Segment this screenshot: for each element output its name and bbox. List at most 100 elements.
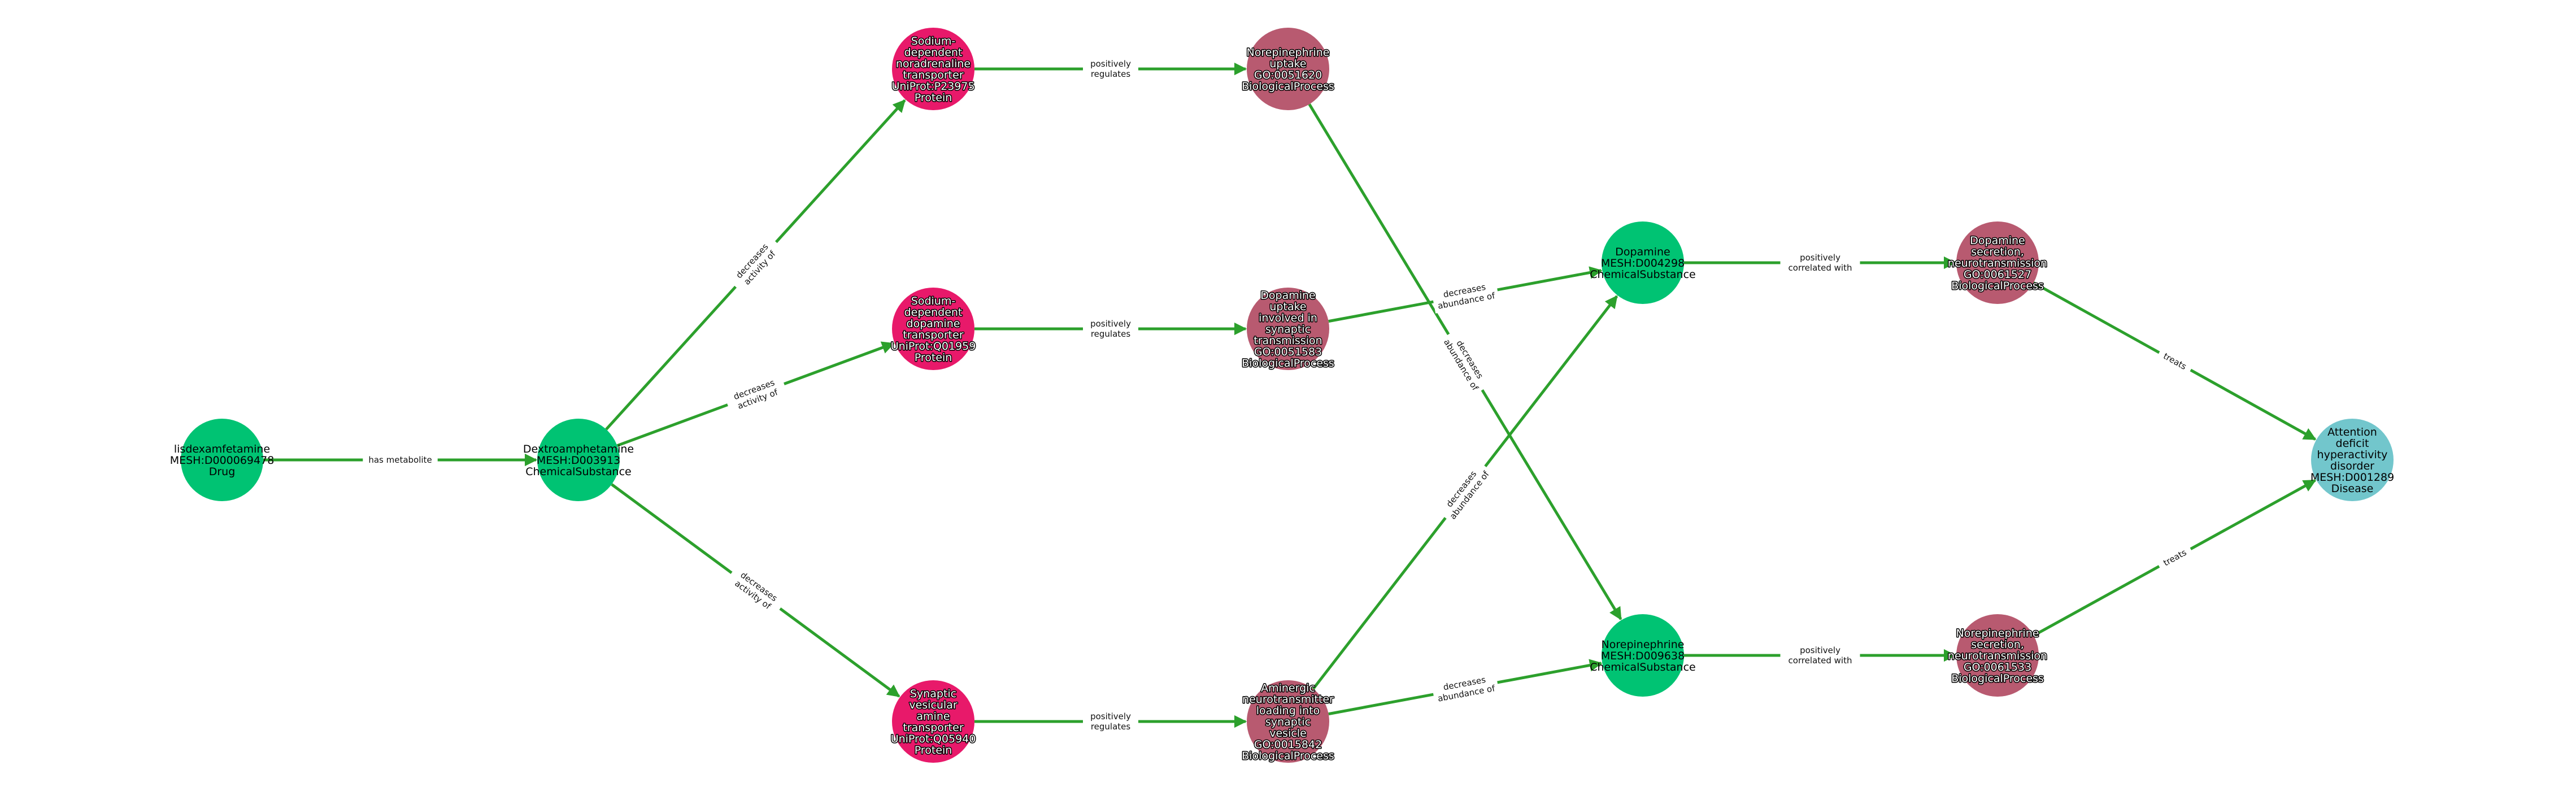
node-circle-biologicalprocess[interactable] bbox=[1247, 28, 1329, 110]
edge-label-background bbox=[723, 372, 789, 416]
node-label-line: UniProt:Q01959 bbox=[891, 340, 976, 353]
node-label-line: Dopamine bbox=[1970, 234, 2025, 247]
edge-label: treats bbox=[2156, 543, 2194, 572]
edge-label-background bbox=[1438, 328, 1492, 397]
node-label-line: Dextroamphetamine bbox=[523, 443, 634, 455]
node-circle-protein[interactable] bbox=[892, 288, 974, 370]
node-circle-biologicalprocess[interactable] bbox=[1956, 614, 2039, 697]
node-ne_uptake[interactable]: NorepinephrineuptakeGO:0051620Biological… bbox=[1241, 28, 1335, 110]
edge-label-background bbox=[1780, 251, 1860, 275]
node-da_secretion[interactable]: Dopaminesecretion,neurotransmissionGO:00… bbox=[1947, 221, 2048, 304]
edge-label-background bbox=[2156, 346, 2194, 376]
node-circle-drug[interactable] bbox=[181, 419, 263, 501]
node-label-line: Attention bbox=[2327, 426, 2377, 438]
edge-label-text: regulates bbox=[1091, 69, 1131, 79]
node-label-line: MESH:D004298 bbox=[1601, 257, 1685, 270]
node-label-line: MESH:D000069478 bbox=[170, 454, 275, 467]
node-label-line: BiologicalProcess bbox=[1951, 672, 2044, 685]
node-label-line: uptake bbox=[1269, 301, 1306, 313]
node-label-line: Norepinephrine bbox=[1602, 638, 1685, 651]
node-label-line: secretion, bbox=[1971, 246, 2024, 258]
node-label-line: Protein bbox=[915, 351, 952, 364]
edge-label-text: positively bbox=[1090, 711, 1131, 722]
node-label-line: lisdexamfetamine bbox=[174, 443, 270, 455]
edge-label-background bbox=[1083, 57, 1138, 81]
edge-label-background bbox=[1780, 644, 1860, 667]
node-label-line: transmission bbox=[1254, 334, 1322, 347]
node-label-line: vesicle bbox=[1269, 727, 1307, 740]
edge-label-background bbox=[1083, 317, 1138, 341]
node-vmat[interactable]: SynapticvesicularaminetransporterUniProt… bbox=[890, 680, 977, 763]
node-label-line: MESH:D001289 bbox=[2310, 471, 2394, 484]
node-label-line: transporter bbox=[903, 329, 963, 341]
node-label-line: loading into bbox=[1256, 705, 1320, 717]
node-circle-biologicalprocess[interactable] bbox=[1247, 680, 1329, 763]
node-label-line: Protein bbox=[915, 744, 952, 757]
node-norepinephrine[interactable]: NorepinephrineMESH:D009638ChemicalSubsta… bbox=[1590, 614, 1696, 697]
node-label-line: Norepinephrine bbox=[1956, 627, 2039, 640]
node-label-line: BiologicalProcess bbox=[1951, 280, 2044, 292]
node-circle-chemicalsubstance[interactable] bbox=[1602, 221, 1684, 304]
edge-ne_secretion-to-adhd: treats bbox=[2033, 479, 2317, 637]
node-label-line: synaptic bbox=[1265, 716, 1311, 728]
node-label-line: Aminergic bbox=[1261, 682, 1315, 694]
node-label-line: GO:0061533 bbox=[1964, 661, 2031, 673]
node-circle-chemicalsubstance[interactable] bbox=[1602, 614, 1684, 697]
node-label-line: Dopamine bbox=[1615, 246, 1670, 258]
edge-label-text: positively bbox=[1090, 319, 1131, 329]
node-label-line: disorder bbox=[2330, 460, 2374, 472]
node-label-line: BiologicalProcess bbox=[1242, 357, 1334, 370]
node-label-line: Sodium- bbox=[911, 295, 955, 307]
node-label-line: MESH:D003913 bbox=[537, 454, 620, 467]
node-label-line: GO:0051620 bbox=[1254, 69, 1322, 81]
node-net[interactable]: Sodium-dependentnoradrenalinetransporter… bbox=[891, 28, 976, 110]
node-label-line: Sodium- bbox=[911, 35, 955, 47]
node-label-line: hyperactivity bbox=[2317, 449, 2388, 461]
node-dat[interactable]: Sodium-dependentdopaminetransporterUniPr… bbox=[890, 288, 977, 370]
node-label-line: noradrenaline bbox=[896, 58, 971, 70]
edge-label-text: regulates bbox=[1091, 329, 1131, 339]
node-circle-protein[interactable] bbox=[892, 680, 974, 763]
node-label-line: Dopamine bbox=[1260, 289, 1315, 302]
node-circle-chemicalsubstance[interactable] bbox=[537, 419, 620, 501]
edge-label-text: has metabolite bbox=[368, 455, 432, 465]
node-circle-biologicalprocess[interactable] bbox=[1247, 288, 1329, 370]
node-dextro[interactable]: DextroamphetamineMESH:D003913ChemicalSub… bbox=[523, 419, 634, 501]
node-circle-disease[interactable] bbox=[2311, 419, 2394, 501]
edge-label-background bbox=[1431, 278, 1500, 314]
edge-label-text: regulates bbox=[1091, 722, 1131, 732]
node-label-line: GO:0051583 bbox=[1254, 346, 1322, 358]
node-label-line: dependent bbox=[904, 306, 963, 319]
edge-label-background bbox=[1083, 710, 1138, 733]
node-ne_secretion[interactable]: Norepinephrinesecretion,neurotransmissio… bbox=[1947, 614, 2048, 697]
edge-label-background bbox=[1431, 671, 1500, 706]
edge-lisdex-to-dextro: has metabolite bbox=[263, 453, 538, 467]
node-label-line: synaptic bbox=[1265, 323, 1311, 336]
node-circle-protein[interactable] bbox=[892, 28, 974, 110]
node-adhd[interactable]: AttentiondeficithyperactivitydisorderMES… bbox=[2310, 419, 2394, 501]
node-circle-biologicalprocess[interactable] bbox=[1956, 221, 2039, 304]
node-label-line: Protein bbox=[915, 92, 952, 104]
node-label-line: Synaptic bbox=[910, 688, 956, 700]
